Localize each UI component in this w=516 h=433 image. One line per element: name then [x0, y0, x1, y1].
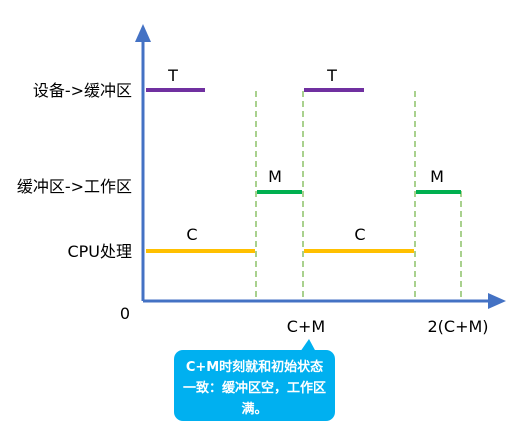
- guide-lines: [255, 91, 462, 301]
- callout-note: C+M时刻就和初始状态一致：缓冲区空，工作区满。: [174, 350, 335, 421]
- row-label-buffer-to-workspace: 缓冲区->工作区: [17, 177, 132, 196]
- time-tick-label: C+M: [287, 317, 325, 336]
- bar-labels: T T M M C C: [167, 66, 444, 244]
- bar-label: T: [167, 66, 178, 85]
- bar-label: M: [430, 167, 444, 186]
- axes: [135, 24, 506, 309]
- bar-label: M: [268, 167, 282, 186]
- x-axis-arrowhead: [488, 293, 506, 309]
- bar-label: C: [186, 225, 197, 244]
- bars: [146, 88, 461, 253]
- row-label-device-to-buffer: 设备->缓冲区: [33, 81, 132, 100]
- callout-text: C+M时刻就和初始状态一致：缓冲区空，工作区满。: [182, 360, 326, 417]
- bar-label: C: [354, 225, 365, 244]
- origin-label: 0: [120, 304, 130, 323]
- row-labels: 设备->缓冲区 缓冲区->工作区 CPU处理: [17, 81, 132, 261]
- bar-label: T: [326, 66, 337, 85]
- y-axis-arrowhead: [135, 24, 151, 42]
- callout-pointer: [300, 339, 316, 352]
- row-label-cpu: CPU处理: [67, 242, 132, 261]
- time-tick-label: 2(C+M): [427, 317, 488, 336]
